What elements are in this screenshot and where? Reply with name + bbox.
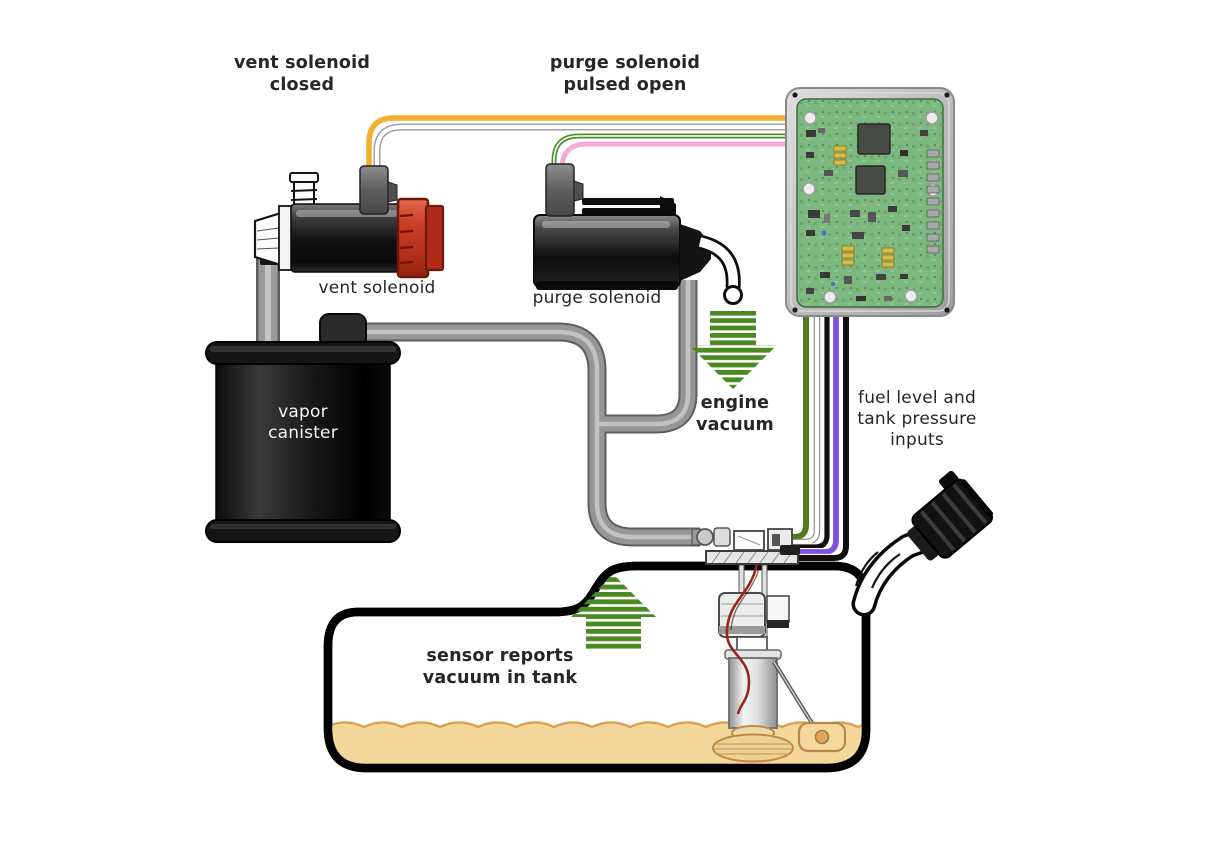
vent-wire-yellow (366, 115, 790, 200)
sensor-wiring (789, 314, 851, 563)
sensor-wire-white (789, 314, 820, 545)
sender-connector (780, 545, 800, 555)
purge-wiring (551, 133, 790, 198)
ecu-connector-pins (926, 149, 940, 254)
vent-wiring (366, 115, 790, 200)
pump-red-wire (725, 563, 759, 715)
pump-strainer (712, 733, 794, 763)
sensor-wire-black (789, 314, 830, 550)
fuel-pump (728, 657, 778, 729)
engine-vacuum-label: engine vacuum (696, 393, 774, 435)
purge-wire-pink (559, 141, 790, 198)
sensor-wire-black-outer (789, 314, 849, 561)
sensor-wire-olive (789, 314, 809, 540)
pump-flange (691, 527, 800, 565)
purge-solenoid (533, 163, 743, 305)
vapor-canister-label: vapor canister (268, 402, 338, 444)
purge-solenoid-label: purge solenoid (532, 288, 662, 308)
purge-connector (545, 163, 575, 217)
sensor-report-label: sensor reports vacuum in tank (422, 646, 578, 688)
vent-solenoid-status-label: vent solenoid closed (233, 53, 371, 95)
fuel-filler-cap (907, 470, 994, 561)
ecu-module (785, 87, 955, 317)
purge-solenoid-status-label: purge solenoid pulsed open (549, 53, 701, 95)
ecu-capacitors (833, 145, 895, 268)
vent-wire-white (374, 124, 790, 200)
engine-vacuum-arrow-icon (689, 311, 777, 389)
sensor-wire-purple (789, 314, 839, 555)
fuel-surface-line (328, 721, 866, 729)
ecu-standoffs (802, 111, 940, 304)
purge-outlet-nipple (723, 285, 743, 305)
vent-solenoid-label: vent solenoid (318, 278, 436, 298)
tank-vacuum-arrow-icon (571, 574, 656, 650)
vent-connector (359, 165, 389, 215)
vent-solenoid (253, 165, 445, 279)
filler-neck (851, 525, 943, 617)
vapor-canister (205, 313, 401, 543)
canister-tank-hose (364, 322, 700, 547)
ecu-chip (857, 123, 891, 155)
tank-inputs-label: fuel level and tank pressure inputs (857, 388, 977, 451)
ecu-components (806, 128, 928, 301)
vapor-hoses (256, 256, 700, 547)
vent-solenoid-red-cap (396, 197, 430, 279)
ecu-chip (855, 165, 886, 195)
fuel-pump-assembly (712, 563, 847, 763)
